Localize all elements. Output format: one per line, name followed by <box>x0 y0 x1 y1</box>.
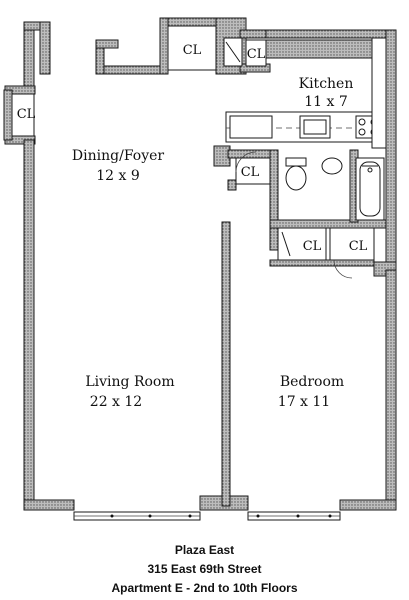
unit-description: Apartment E - 2nd to 10th Floors <box>111 581 298 595</box>
bedroom-label: Bedroom <box>280 374 344 390</box>
building-name: Plaza East <box>174 543 235 557</box>
dining-dims: 12 x 9 <box>96 168 140 184</box>
living-room-dims: 22 x 12 <box>90 394 142 410</box>
building-address: 315 East 69th Street <box>147 562 262 576</box>
dining-label: Dining/Foyer <box>72 148 164 164</box>
kitchen-label: Kitchen <box>299 76 354 92</box>
closet-label: CL <box>247 47 266 62</box>
bathroom-fixtures <box>285 157 385 221</box>
door-swings <box>235 151 353 279</box>
living-room-label: Living Room <box>85 374 174 390</box>
closet-label: CL <box>183 43 202 58</box>
closet-label: CL <box>241 165 260 180</box>
closet-label: CL <box>349 239 368 254</box>
bedroom-dims: 17 x 11 <box>278 394 330 410</box>
closets <box>11 25 375 261</box>
closet-label: CL <box>17 107 36 122</box>
interior-walls <box>3 89 387 507</box>
closet-label: CL <box>303 239 322 254</box>
kitchen-dims: 11 x 7 <box>304 94 348 110</box>
kitchen-counter <box>225 37 387 149</box>
